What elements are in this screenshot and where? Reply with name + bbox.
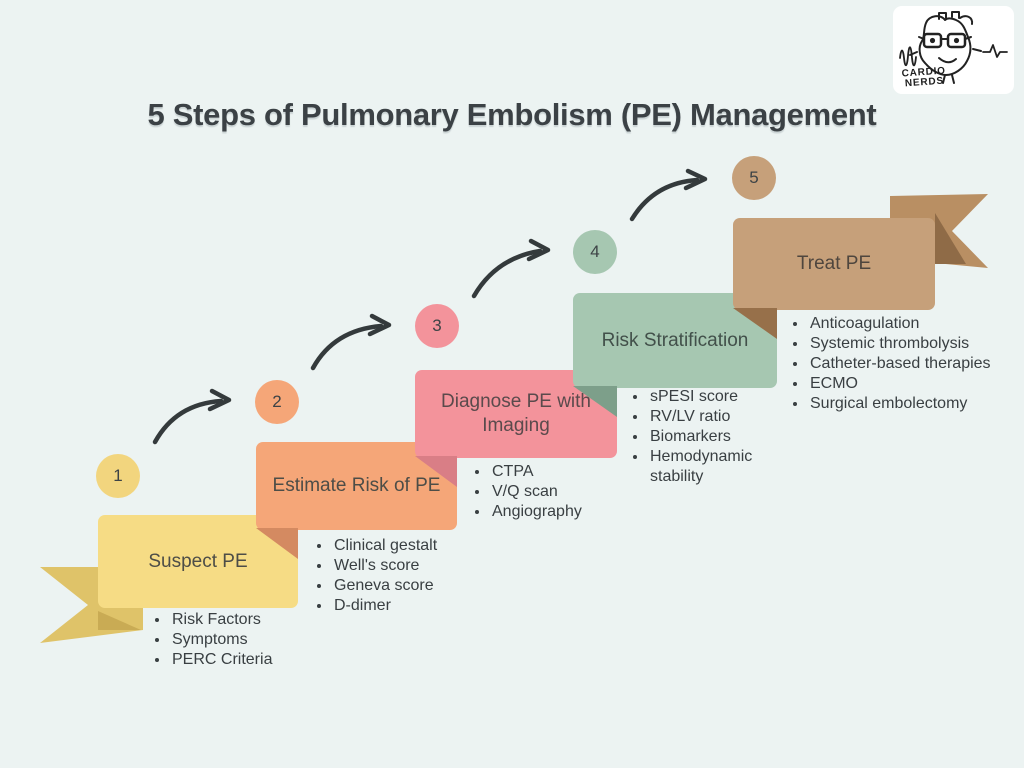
curved-arrow-2-head-icon	[367, 313, 392, 337]
step-4-number: 4	[590, 242, 600, 261]
curved-arrow-3-head-icon	[526, 238, 551, 262]
list-item: Surgical embolectomy	[808, 394, 1023, 414]
step-1-number: 1	[113, 466, 123, 485]
list-item: Angiography	[490, 502, 650, 522]
list-item: Well's score	[332, 556, 512, 576]
list-item: RV/LV ratio	[648, 407, 798, 427]
step-5-number-badge: 5	[732, 156, 776, 200]
smile	[938, 57, 957, 64]
right-eye	[953, 37, 960, 44]
step-3-number: 3	[432, 316, 442, 335]
list-item: V/Q scan	[490, 482, 650, 502]
list-item: Catheter-based therapies	[808, 354, 1023, 374]
curved-arrow-3-icon	[471, 248, 543, 299]
step-3-title: Diagnose PE with Imaging	[441, 391, 591, 436]
list-item: sPESI score	[648, 387, 798, 407]
list-item: Geneva score	[332, 576, 512, 596]
step-4-title: Risk Stratification	[601, 329, 749, 351]
step-5-bullet-list: Anticoagulation Systemic thrombolysis Ca…	[788, 314, 1023, 414]
heart-vessels	[938, 11, 960, 20]
list-item: PERC Criteria	[170, 650, 340, 670]
curved-arrow-1-icon	[152, 398, 224, 445]
curved-arrow-4-icon	[629, 177, 700, 222]
list-item: Risk Factors	[170, 610, 340, 630]
list-item: ECMO	[808, 374, 1023, 394]
mascot-legs	[942, 74, 955, 84]
heartbeat-line-icon	[982, 44, 1008, 58]
mascot-arms	[909, 48, 982, 56]
cardionerds-logo: CARDIO NERDS	[893, 6, 1014, 94]
step-3-number-badge: 3	[415, 304, 459, 348]
step-1-ribbon-fold	[98, 611, 141, 630]
step-2-title: Estimate Risk of PE	[272, 475, 441, 496]
step-5-box: Treat PE	[733, 218, 935, 310]
list-item: CTPA	[490, 462, 650, 482]
aorta-arc	[959, 15, 974, 25]
list-item: Anticoagulation	[808, 314, 1023, 334]
glasses-bridge	[918, 36, 972, 40]
list-item: Hemodynamic stability	[648, 447, 798, 487]
page-title: 5 Steps of Pulmonary Embolism (PE) Manag…	[147, 97, 877, 132]
list-item: Biomarkers	[648, 427, 798, 447]
curved-arrow-4-head-icon	[683, 168, 708, 191]
step-5-title: Treat PE	[796, 253, 872, 274]
step-2-bullet-list: Clinical gestalt Well's score Geneva sco…	[312, 536, 512, 616]
step-2-number-badge: 2	[255, 380, 299, 424]
left-eye	[929, 37, 936, 44]
step-5-number: 5	[749, 168, 759, 187]
list-item: Clinical gestalt	[332, 536, 512, 556]
step-3-bullet-list: CTPA V/Q scan Angiography	[470, 462, 650, 522]
step-1-title: Suspect PE	[148, 550, 248, 572]
step-4-number-badge: 4	[573, 230, 617, 274]
logo-wordmark: CARDIO NERDS	[901, 65, 947, 89]
list-item: Symptoms	[170, 630, 340, 650]
step-5-ribbon-fold	[935, 213, 966, 264]
step-2-number: 2	[272, 392, 282, 411]
step-1-bullet-list: Risk Factors Symptoms PERC Criteria	[150, 610, 340, 670]
list-item: D-dimer	[332, 596, 512, 616]
list-item: Systemic thrombolysis	[808, 334, 1023, 354]
curved-arrow-1-head-icon	[207, 388, 232, 412]
step-1-number-badge: 1	[96, 454, 140, 498]
ecg-squiggle-icon	[899, 46, 917, 67]
step-4-bullet-list: sPESI score RV/LV ratio Biomarkers Hemod…	[628, 387, 798, 487]
curved-arrow-2-icon	[310, 323, 384, 371]
cardionerds-heart-mascot-icon	[899, 11, 1008, 84]
